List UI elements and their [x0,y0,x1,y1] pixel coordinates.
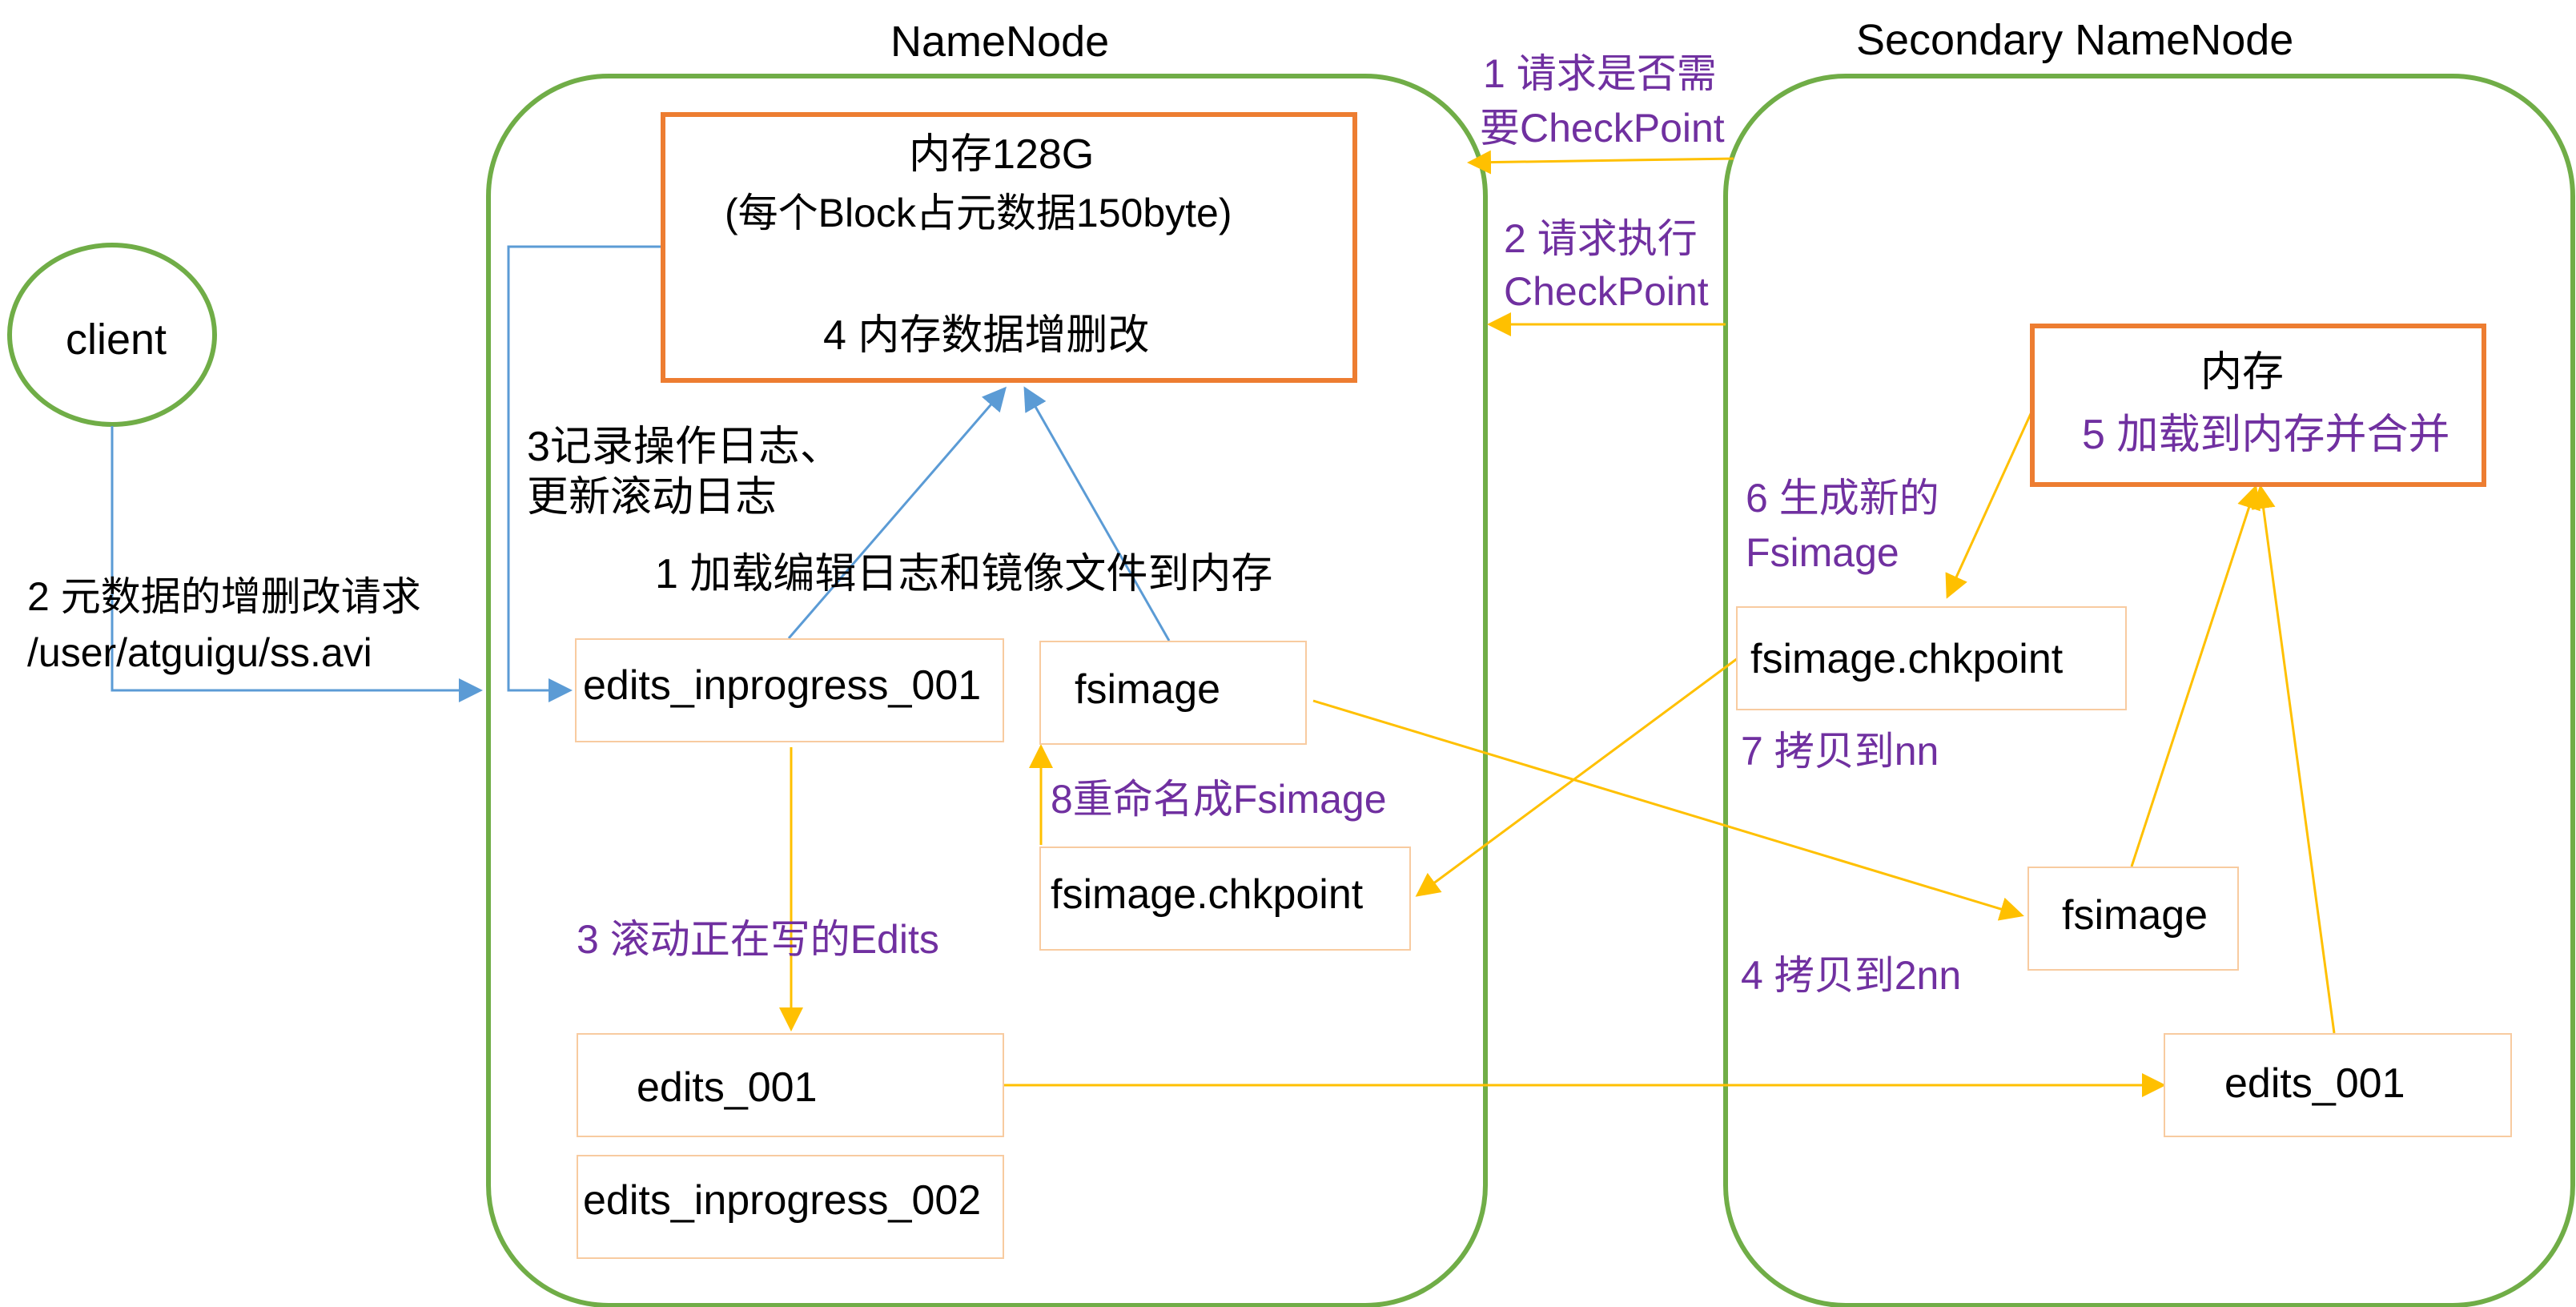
arrow-memory-to-new-fsimage [1945,406,2035,599]
arrow-need-checkpoint [1467,150,1734,175]
need-checkpoint-label-2: 要CheckPoint [1480,106,1725,151]
nn-edits-inprogress-002-label: edits_inprogress_002 [583,1177,982,1224]
nn-edits-001-box [577,1033,1004,1137]
nn-fsimage-label: fsimage [1075,666,1221,713]
namenode-container [486,74,1488,1307]
snn-edits-001-box [2164,1033,2512,1137]
client-request-path: /user/atguigu/ss.avi [27,630,372,675]
exec-checkpoint-label-1: 2 请求执行 [1504,216,1698,261]
nn-fsimage-box [1039,641,1307,745]
namenode-memory-note: (每个Block占元数据150byte) [725,191,1232,235]
nn-edits-inprogress-001-label: edits_inprogress_001 [583,662,982,709]
rename-fsimage-label: 8重命名成Fsimage [1051,777,1387,822]
snn-fsimage-box [2027,867,2239,971]
nn-edits-inprogress-002-box [577,1155,1004,1259]
arrow-client-to-namenode [111,426,483,702]
snn-edits-001-label: edits_001 [2224,1060,2405,1107]
log-record-label-1: 3记录操作日志、 [527,424,842,470]
arrow-fsimage-to-2nn-memory [2130,485,2261,867]
secondary-namenode-container [1723,74,2575,1307]
namenode-memory-box [661,112,1357,383]
need-checkpoint-label-1: 1 请求是否需 [1483,51,1717,96]
arrow-edits-to-memory [787,386,1007,639]
roll-edits-label: 3 滚动正在写的Edits [577,917,939,962]
snn-fsimage-chkpoint-label: fsimage.chkpoint [1750,636,2064,682]
nn-fsimage-chkpoint-label: fsimage.chkpoint [1051,871,1364,918]
client-request-label: 2 元数据的增删改请求 [27,574,421,619]
copy-to-nn-label: 7 拷贝到nn [1741,729,1939,774]
new-fsimage-label-1: 6 生成新的 [1746,476,1939,521]
new-fsimage-label-2: Fsimage [1746,530,1899,575]
client-label: client [66,316,167,364]
snn-fsimage-chkpoint-box [1736,606,2127,710]
client-node [7,243,217,427]
exec-checkpoint-label-2: CheckPoint [1504,269,1709,314]
arrow-fsimage-to-memory [1023,386,1171,641]
log-record-label-2: 更新滚动日志 [527,474,778,521]
load-to-memory-label: 1 加载编辑日志和镜像文件到内存 [655,551,1273,597]
namenode-title: NameNode [890,18,1110,66]
secondary-namenode-title: Secondary NameNode [1856,16,2294,64]
namenode-memory-size: 内存128G [909,131,1095,178]
nn-edits-001-label: edits_001 [637,1064,818,1111]
nn-fsimage-chkpoint-box [1039,847,1411,951]
arrow-copy-fsimage-to-2nn [1312,699,2024,921]
arrow-edits-to-2nn-memory [2251,485,2336,1034]
secondary-memory-merge: 5 加载到内存并合并 [2082,412,2450,458]
snn-fsimage-label: fsimage [2062,892,2208,939]
secondary-memory-box [2030,324,2486,487]
arrow-copy-to-nn [1415,657,1738,897]
secondary-memory-title: 内存 [2200,349,2285,396]
nn-edits-inprogress-001-box [575,638,1004,742]
namenode-memory-crud: 4 内存数据增删改 [823,312,1150,359]
copy-to-2nn-label: 4 拷贝到2nn [1741,953,1962,998]
arrow-memory-to-edits-log [507,245,661,702]
